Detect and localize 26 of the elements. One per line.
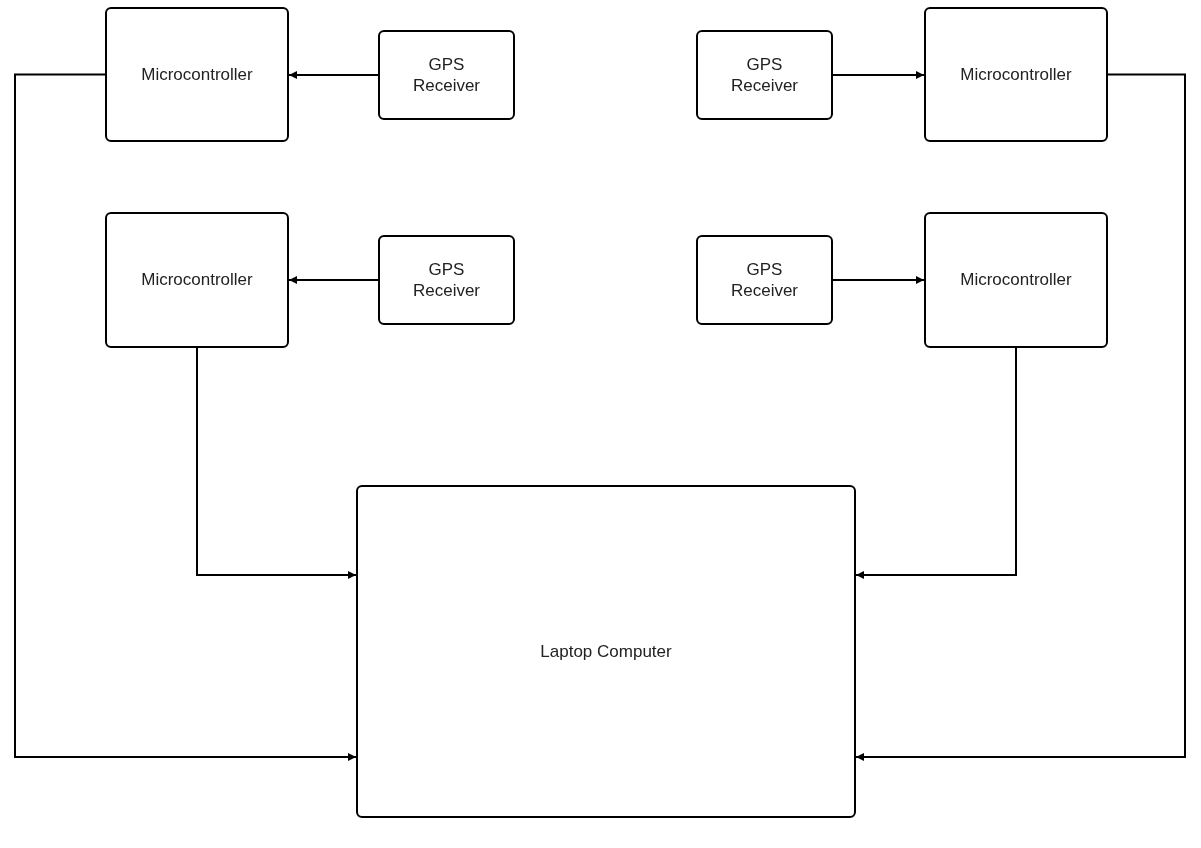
component-box: [378, 235, 515, 325]
arrow: [288, 71, 379, 79]
node-label: GPS Receiver: [411, 53, 482, 97]
arrow: [196, 347, 357, 579]
node-label: GPS Receiver: [411, 258, 482, 302]
component-box: [696, 30, 833, 120]
node-label: Microcontroller: [959, 63, 1073, 86]
component-box: [924, 7, 1108, 142]
arrow: [855, 347, 1017, 579]
arrow: [855, 73, 1186, 761]
arrow: [288, 276, 379, 284]
component-box: [105, 7, 289, 142]
node-label: Microcontroller: [140, 63, 254, 86]
component-box: [378, 30, 515, 120]
component-box: [924, 212, 1108, 348]
component-box: [105, 212, 289, 348]
arrow: [832, 276, 925, 284]
arrow: [832, 71, 925, 79]
node-label: Microcontroller: [140, 269, 254, 291]
node-label: Laptop Computer: [539, 640, 673, 663]
node-label: GPS Receiver: [729, 53, 800, 97]
computer-box: [356, 485, 856, 818]
node-label: Microcontroller: [959, 269, 1073, 291]
arrow: [14, 73, 357, 761]
node-label: GPS Receiver: [729, 258, 800, 302]
component-box: [696, 235, 833, 325]
